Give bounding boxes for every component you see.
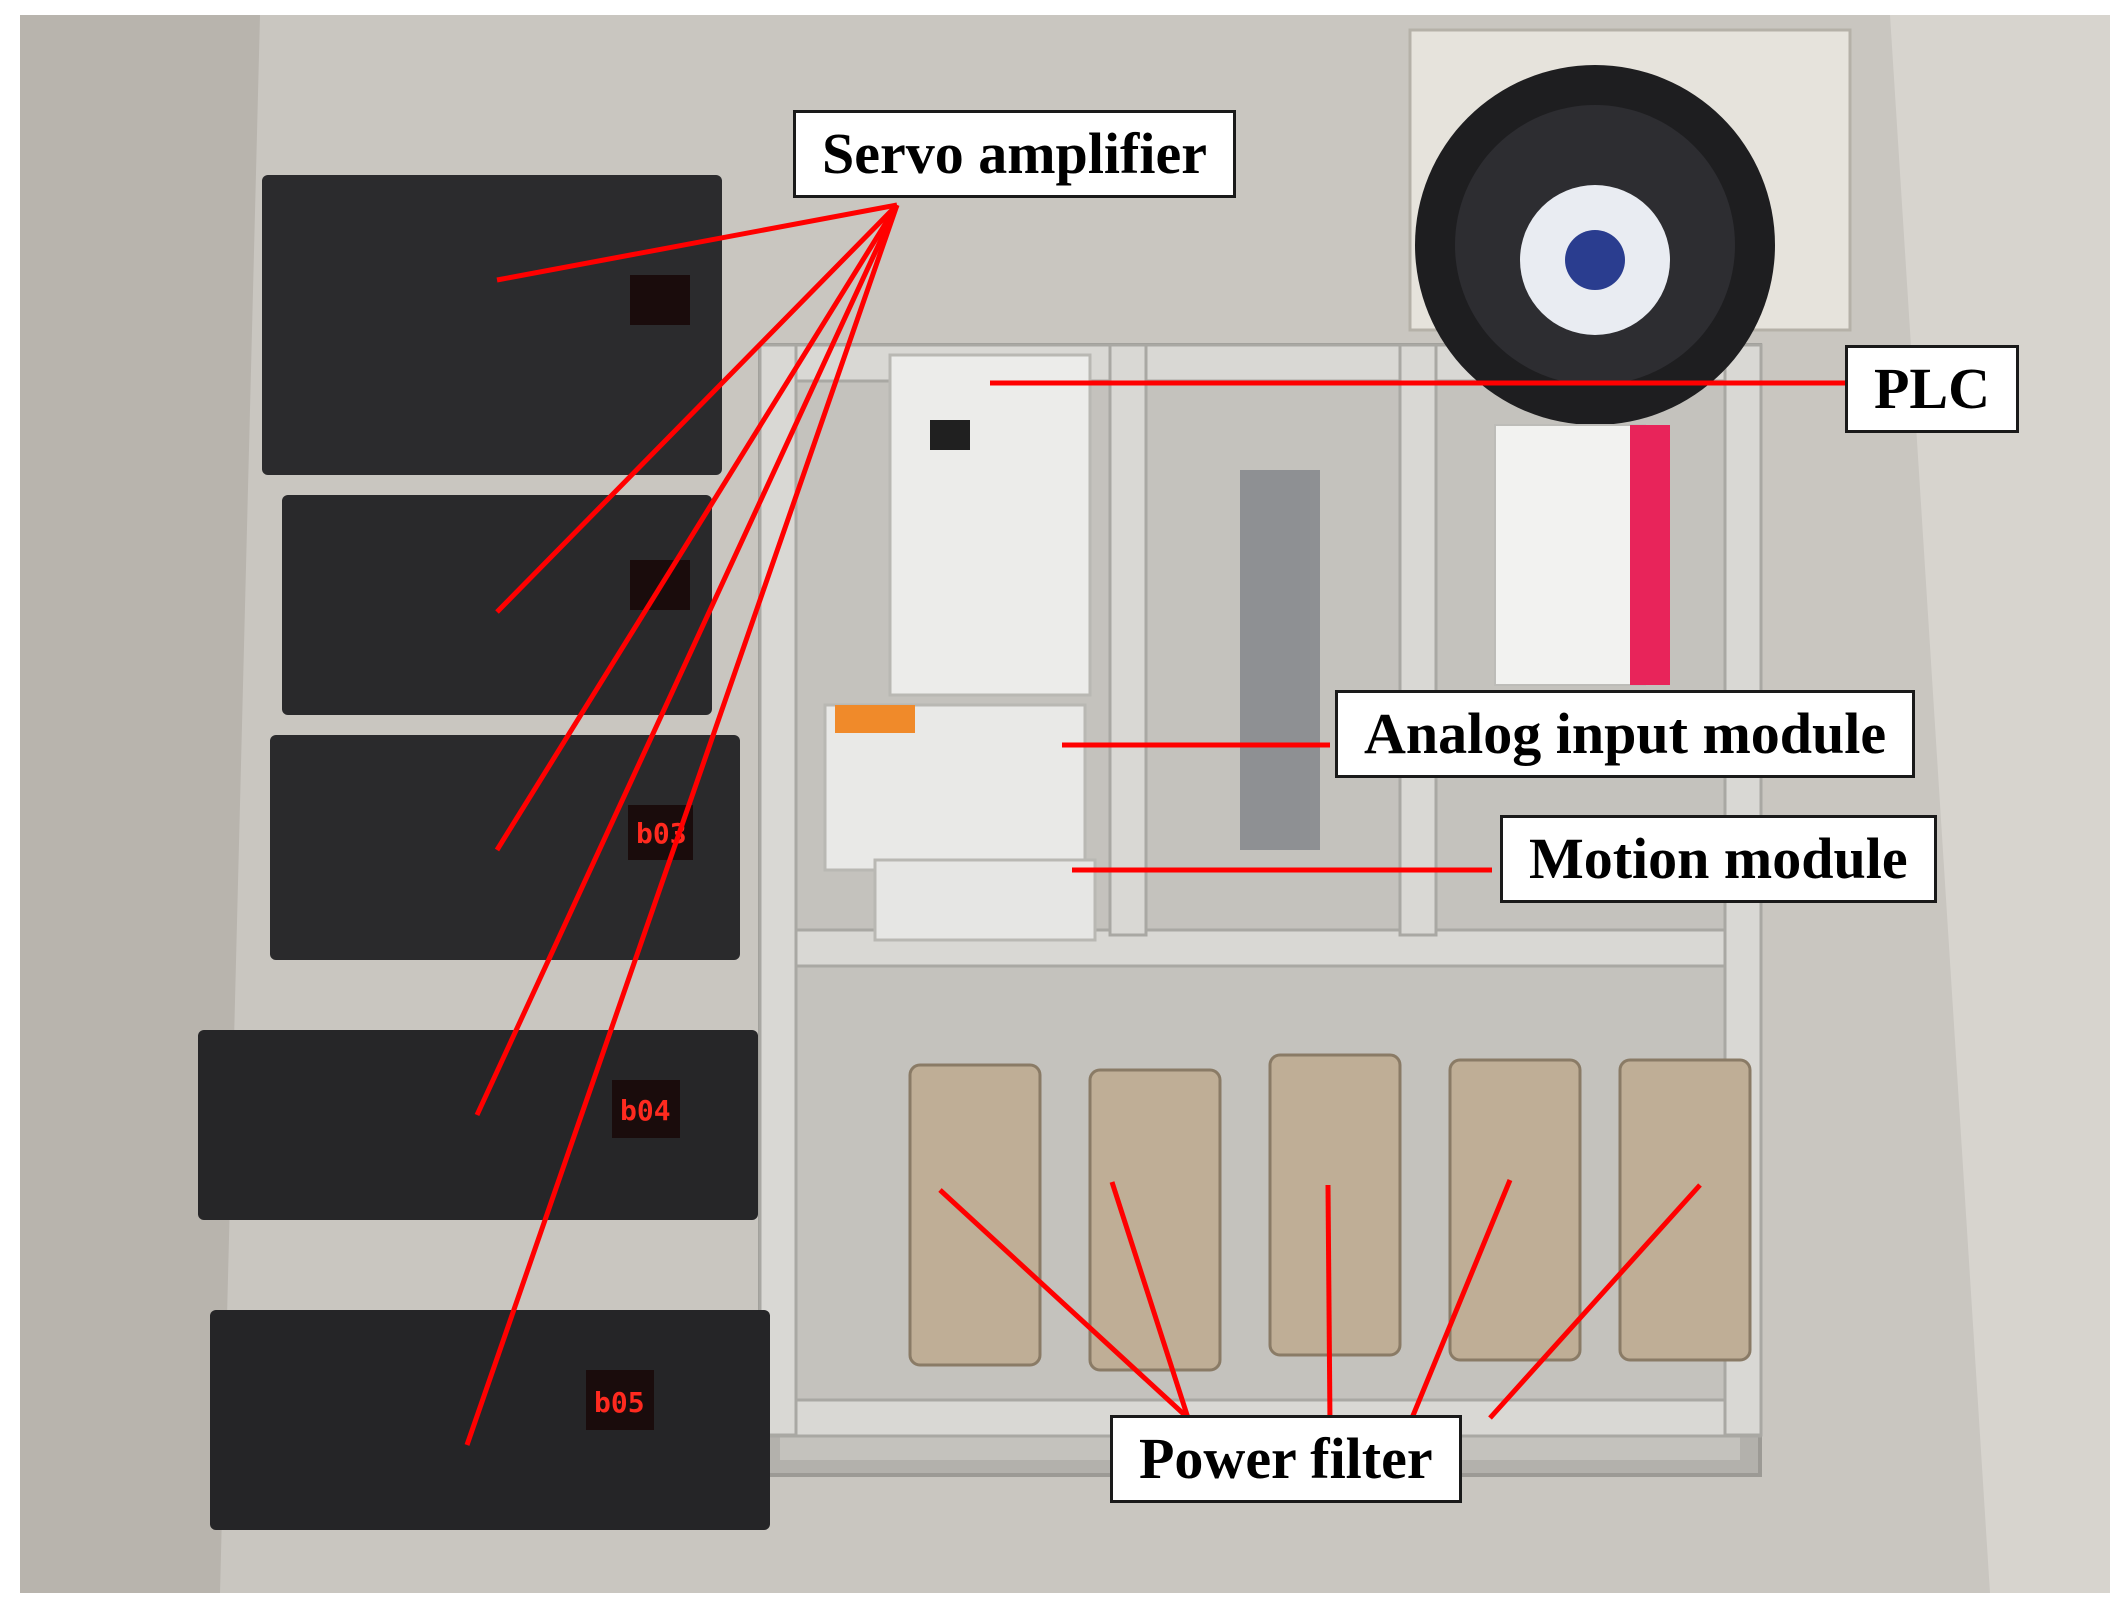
analog-input-module <box>823 703 1087 872</box>
servo-status-displays <box>586 275 693 1430</box>
power-filters <box>908 1053 1752 1372</box>
display-b05: b05 <box>594 1386 645 1419</box>
motion-module-label: Motion module <box>1500 815 1937 903</box>
leader-lines <box>464 202 1852 1446</box>
servo-drives <box>198 175 770 1530</box>
cooling-fan <box>1408 28 1852 425</box>
plc <box>888 353 1092 697</box>
terminal-blocks <box>1240 470 1320 850</box>
plc-label: PLC <box>1845 345 2019 433</box>
display-b04: b04 <box>620 1094 671 1127</box>
motion-module <box>873 858 1097 942</box>
analog-input-module-label: Analog input module <box>1335 690 1916 778</box>
power-filter-label: Power filter <box>1110 1415 1462 1503</box>
circuit-breakers <box>1494 424 1670 686</box>
servo-amplifier-label: Servo amplifier <box>793 110 1236 198</box>
